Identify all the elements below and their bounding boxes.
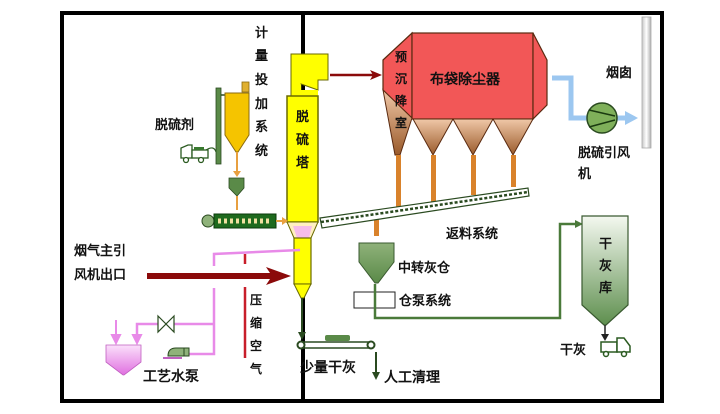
water-tank-inlets xyxy=(110,320,143,346)
compressed-air-label-1: 缩 xyxy=(250,315,262,330)
diagram-outer-border xyxy=(60,11,664,403)
dry-ash-silo-label-1: 灰 xyxy=(599,258,612,274)
dry-ash-silo-label-0: 干 xyxy=(599,237,612,252)
ash-conveying-line xyxy=(373,222,578,320)
desulfurizer-label: 脱硫剂 xyxy=(155,117,194,133)
chimney xyxy=(641,16,652,149)
bag-filter-unit xyxy=(382,31,548,157)
process-water-line xyxy=(135,248,301,356)
compressed-air-label-2: 空 xyxy=(250,338,262,353)
water-pump-icon xyxy=(163,347,190,359)
water-pump-label: 工艺水泵 xyxy=(143,368,199,385)
ash-belt-conveyor xyxy=(296,335,380,380)
silo-pump-label: 仓泵系统 xyxy=(398,293,451,309)
water-tank xyxy=(105,344,142,376)
screw-feeder xyxy=(201,213,288,229)
id-fan-label-2: 机 xyxy=(578,166,591,182)
metering-label-5: 统 xyxy=(255,143,268,159)
flue-inlet-label-2: 风机出口 xyxy=(74,267,126,283)
dry-ash-silo-label-2: 库 xyxy=(599,280,612,296)
desulfurization-tower xyxy=(286,53,329,340)
chimney-label: 烟囱 xyxy=(606,65,632,81)
return-system-label: 返料系统 xyxy=(446,226,498,242)
metering-label-4: 系 xyxy=(255,119,268,135)
bag-filter-label: 布袋除尘器 xyxy=(430,71,501,88)
valve-icon xyxy=(157,314,175,334)
compressed-air-label-3: 气 xyxy=(249,361,262,376)
tower-label-1: 硫 xyxy=(296,132,309,148)
transfer-ash-bin xyxy=(358,242,395,284)
small-ash-label: 少量干灰 xyxy=(299,359,356,376)
desulfurizer-silo xyxy=(215,81,250,210)
return-screw-conveyor xyxy=(319,187,530,229)
manual-clean-label: 人工清理 xyxy=(384,369,440,386)
metering-label-3: 加 xyxy=(254,97,268,112)
dry-ash-label: 干灰 xyxy=(560,342,586,358)
metering-label-1: 量 xyxy=(255,49,268,64)
id-fan-icon xyxy=(586,102,618,134)
tower-label-0: 脱 xyxy=(296,109,309,125)
flue-inlet-label-1: 烟气主引 xyxy=(74,243,126,259)
dry-ash-truck-icon xyxy=(600,337,631,358)
metering-label-2: 投 xyxy=(255,72,268,88)
pre-settling-label-2: 降 xyxy=(395,93,408,108)
pre-settling-label-1: 沉 xyxy=(395,71,407,86)
metering-label-0: 计 xyxy=(255,25,268,41)
id-fan-label: 脱硫引风 xyxy=(578,145,630,161)
dry-ash-silo xyxy=(581,215,629,341)
compressed-air-label-0: 压 xyxy=(250,293,262,307)
transfer-bin-label: 中转灰仓 xyxy=(398,260,451,276)
tower-label-2: 塔 xyxy=(296,155,310,171)
ash-line-arrow xyxy=(575,220,583,228)
pre-settling-label-0: 预 xyxy=(395,50,407,64)
flue-gas-inlet-arrow xyxy=(266,267,291,285)
supply-truck-icon xyxy=(180,144,217,164)
dust-discharge-legs xyxy=(374,155,516,236)
tower-outlet-arrow xyxy=(370,70,382,80)
clean-gas-duct xyxy=(552,75,590,121)
fan-outlet-arrow xyxy=(625,111,638,125)
pre-settling-label-3: 室 xyxy=(395,115,407,130)
